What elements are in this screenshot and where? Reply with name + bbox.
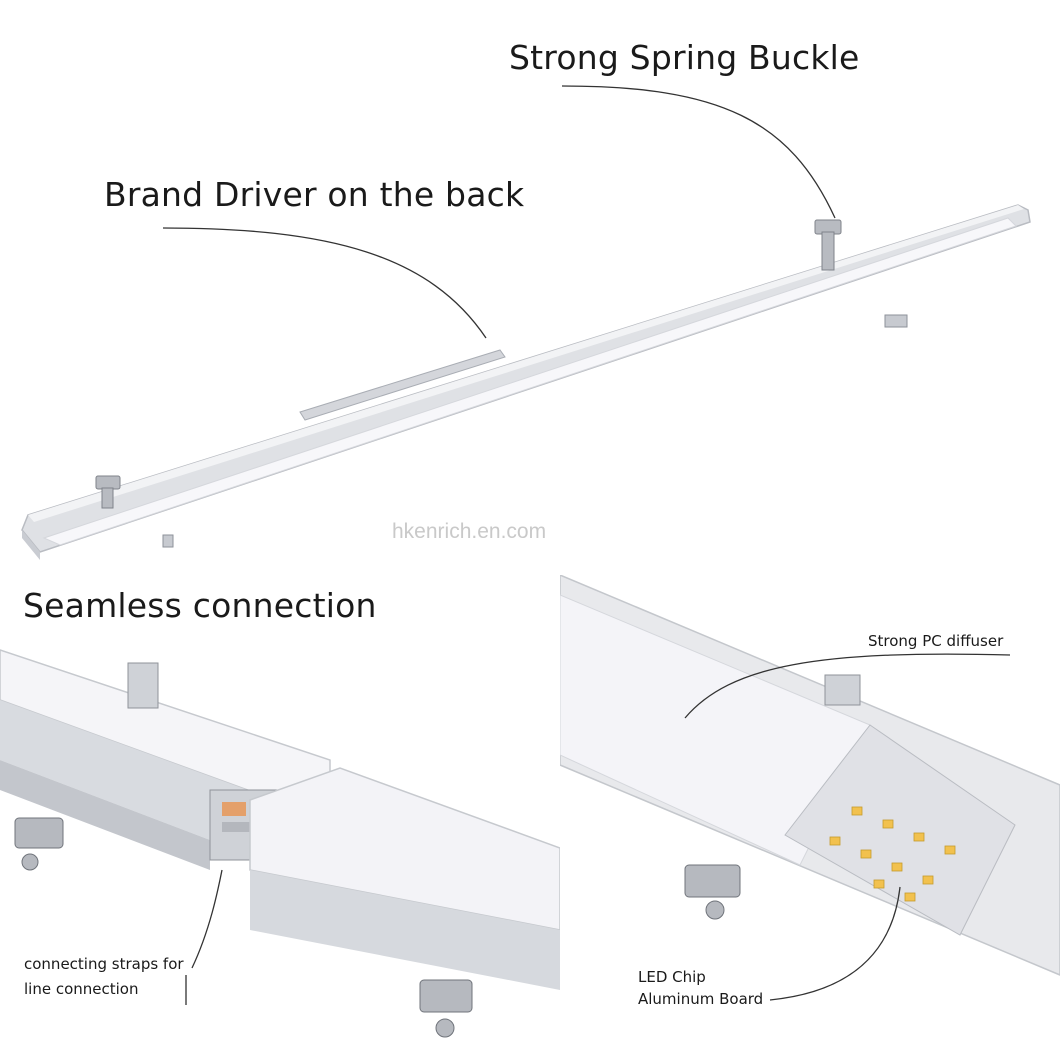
driver-box <box>299 349 506 421</box>
leader-line-spring <box>561 85 836 219</box>
linear-light-fixture <box>21 85 1031 560</box>
callout-spring-buckle: Strong Spring Buckle <box>509 38 860 77</box>
watermark: hkenrich.en.com <box>392 520 547 543</box>
callout-straps-line1: connecting straps for <box>24 955 184 973</box>
spring-buckle <box>419 979 473 1038</box>
pc-diffuser <box>560 594 871 866</box>
fixture-diffuser <box>42 217 1017 546</box>
spring-buckle <box>684 864 741 920</box>
internal-view-photo <box>560 575 1060 1060</box>
mount-tab <box>127 662 159 709</box>
spring-buckle-left <box>95 475 121 509</box>
leader-line-led <box>769 886 901 1001</box>
mount-tab <box>884 314 908 328</box>
callout-led-chip: LED Chip <box>638 968 706 986</box>
leader-line-driver <box>162 227 487 339</box>
callout-pc-diffuser: Strong PC diffuser <box>868 632 1004 650</box>
aluminum-board <box>784 724 1016 936</box>
callout-aluminum-board: Aluminum Board <box>638 990 764 1008</box>
seamless-connection-photo <box>0 630 560 1060</box>
fixture-top-rim <box>28 205 1024 522</box>
right-fixture-segment <box>249 767 560 931</box>
leader-line-straps <box>191 869 223 969</box>
callout-straps-line2: line connection <box>24 980 139 998</box>
callout-seamless: Seamless connection <box>23 586 377 625</box>
leader-line-diffuser <box>684 653 1011 719</box>
spring-buckle <box>14 817 64 871</box>
callout-brand-driver: Brand Driver on the back <box>104 175 525 214</box>
fixture-side-face <box>22 530 40 560</box>
spring-buckle-right <box>814 219 842 271</box>
mount-tab <box>824 674 861 706</box>
led-chips <box>829 806 956 902</box>
mount-tab <box>162 534 174 548</box>
